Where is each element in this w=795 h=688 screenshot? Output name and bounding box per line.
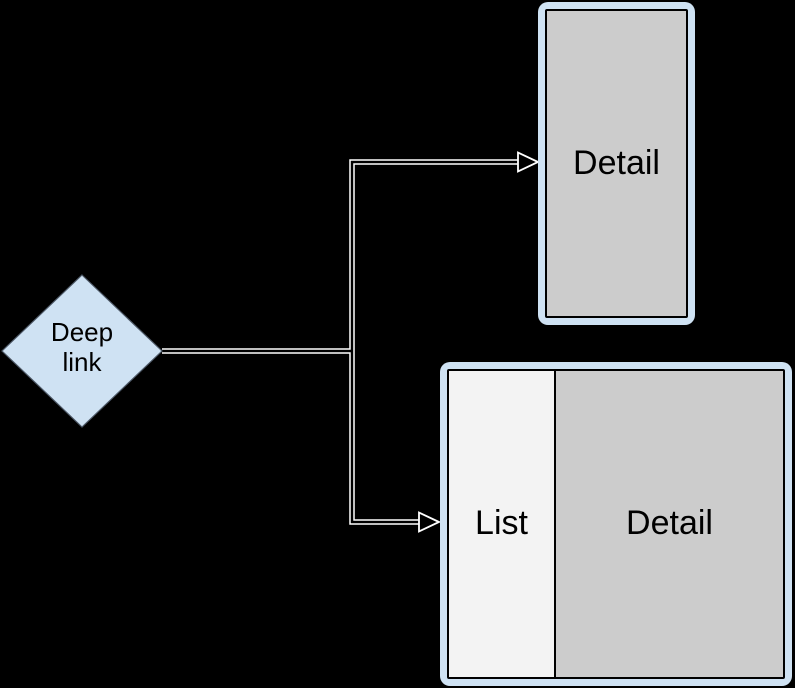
connector-core-group: [162, 160, 520, 524]
connector-top-elbow-core: [350, 160, 520, 351]
detail-screen-node: Detail: [538, 2, 695, 325]
connector-bottom-arrowhead: [418, 511, 442, 533]
deep-link-decision-node: [1, 274, 163, 428]
detail-screen-pane: Detail: [545, 9, 688, 318]
connector-top-arrowhead: [517, 151, 541, 173]
detail-pane: Detail: [556, 371, 783, 677]
connector-bottom-elbow-core: [350, 351, 421, 524]
detail-screen-label: Detail: [573, 143, 660, 182]
list-detail-screen-node: List Detail: [440, 362, 792, 686]
deep-link-label: Deep link: [50, 317, 114, 377]
list-detail-screen-frame: List Detail: [447, 369, 785, 679]
connector-top-elbow: [349, 159, 520, 351]
detail-pane-label: Detail: [626, 504, 713, 543]
connector-bottom-elbow: [349, 351, 421, 525]
list-pane-label: List: [475, 504, 528, 543]
list-pane: List: [449, 371, 556, 677]
